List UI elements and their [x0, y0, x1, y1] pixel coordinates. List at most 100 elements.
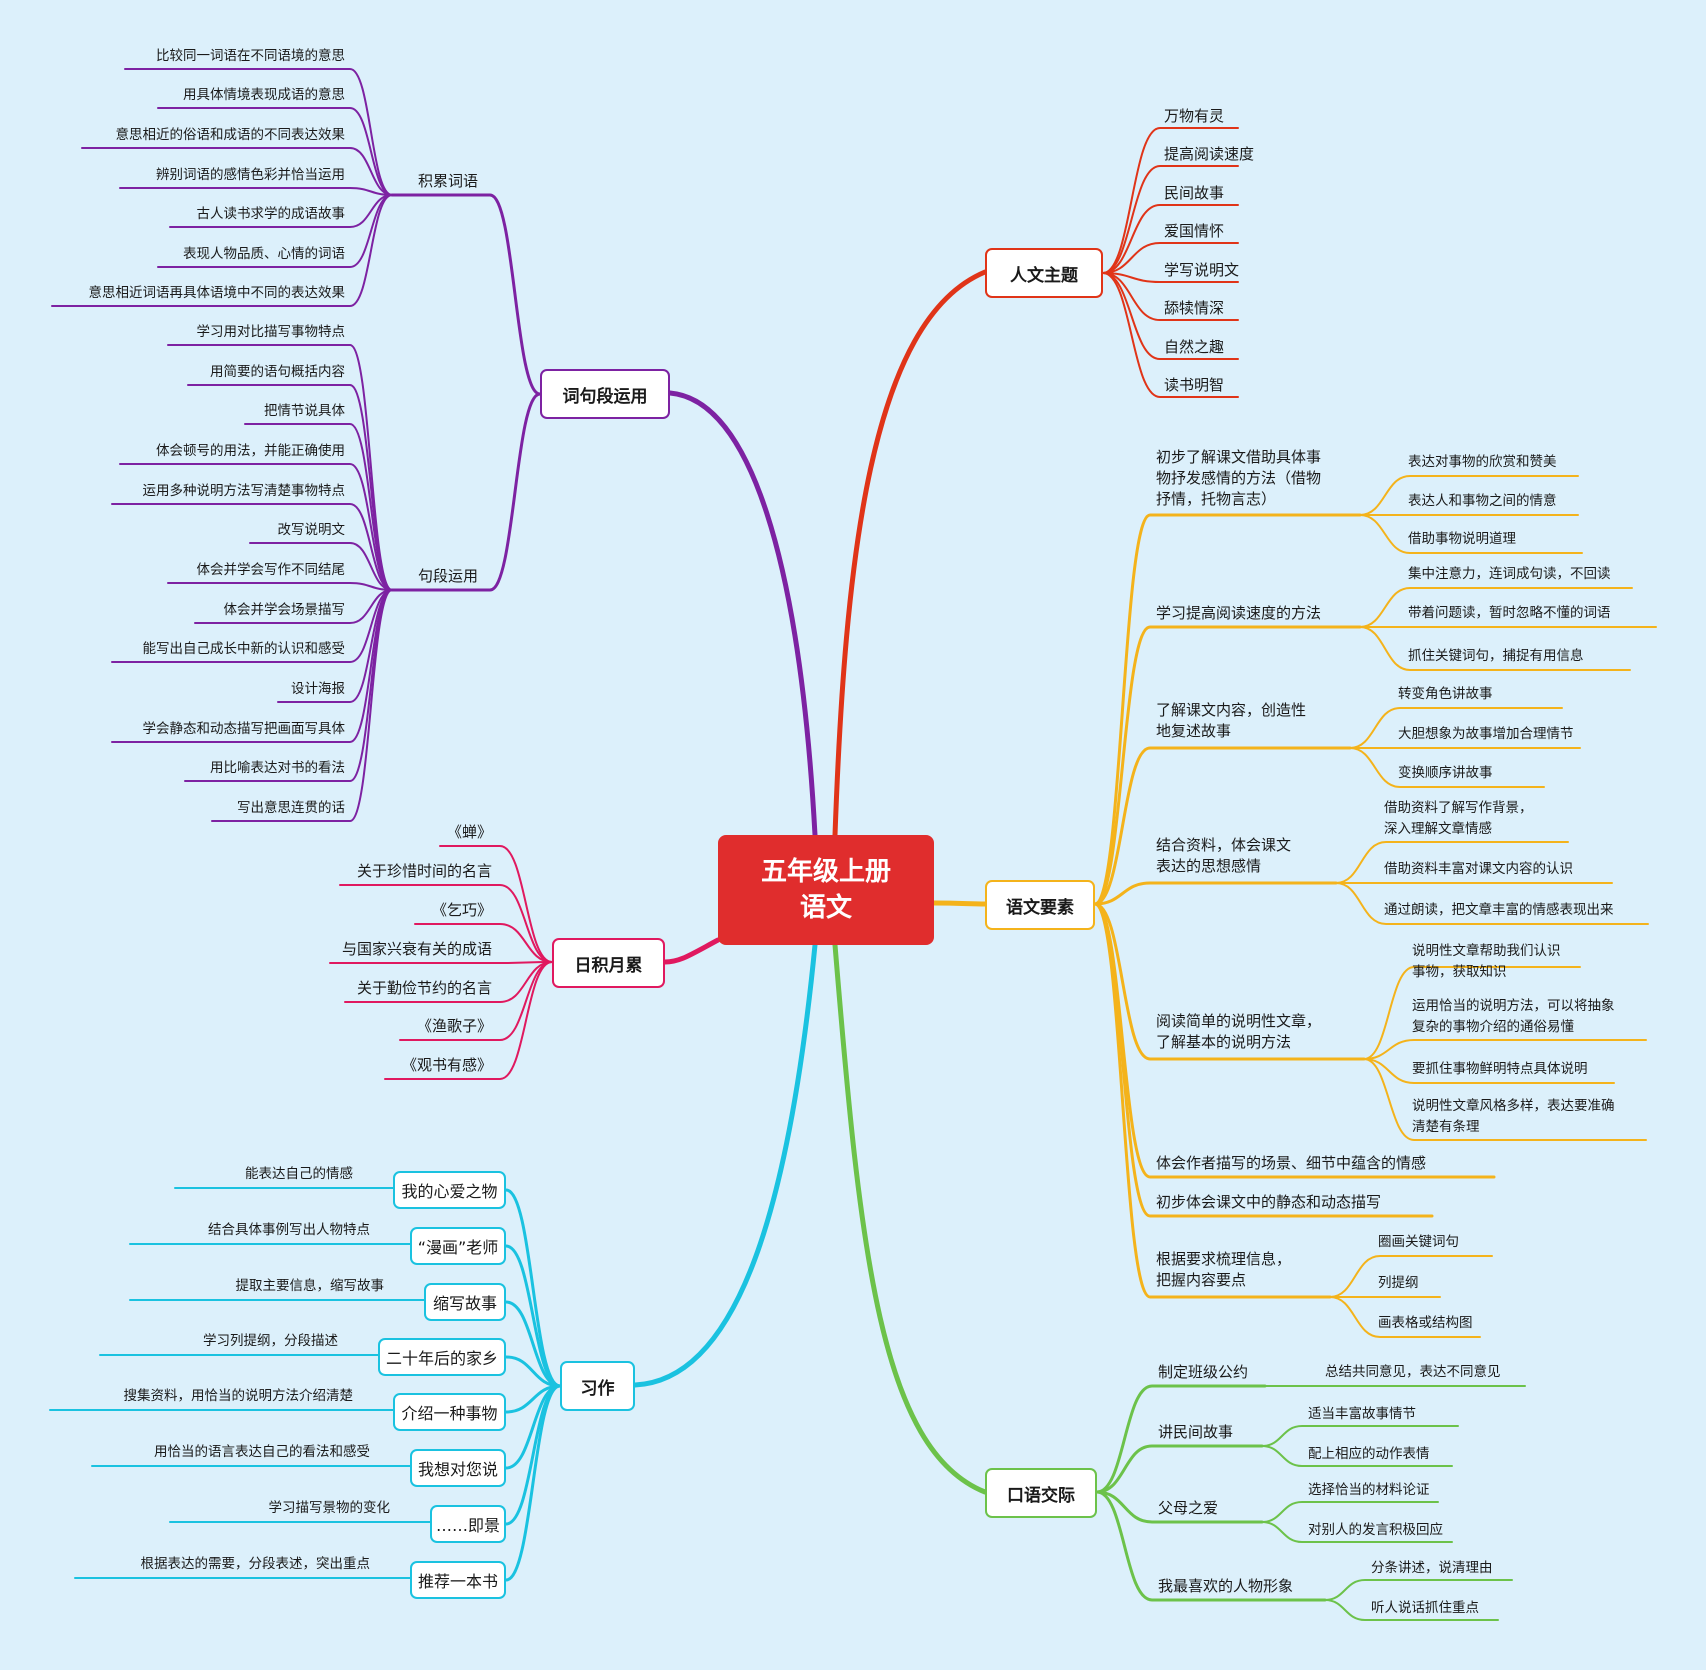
humanities-item-5[interactable]: 舔犊情深 [1164, 299, 1225, 317]
yuwen-group-5[interactable]: 体会作者描写的场景、细节中蕴含的情感 [1156, 1154, 1427, 1172]
yuwen-item-1-2[interactable]: 抓住关键词句，捕捉有用信息 [1408, 648, 1584, 664]
oral-item-2-1[interactable]: 对别人的发言积极回应 [1308, 1522, 1443, 1538]
writing-item-6[interactable]: 学习描写景物的变化 [268, 1500, 391, 1516]
words-group-0[interactable]: 积累词语 [417, 172, 478, 190]
writing-group-4[interactable]: 介绍一种事物 [393, 1393, 506, 1431]
writing-item-7[interactable]: 根据表达的需要，分段表述，突出重点 [140, 1556, 371, 1572]
words-item-1-5[interactable]: 改写说明文 [277, 522, 346, 538]
writing-group-3[interactable]: 二十年后的家乡 [378, 1338, 506, 1376]
words-item-1-4[interactable]: 运用多种说明方法写清楚事物特点 [142, 483, 346, 499]
daily-item-3[interactable]: 与国家兴衰有关的成语 [341, 940, 492, 958]
yuwen-group-1[interactable]: 学习提高阅读速度的方法 [1156, 604, 1322, 622]
connector-yuwen-4-3 [1363, 1058, 1647, 1141]
yuwen-group-4[interactable]: 阅读简单的说明性文章， 了解基本的说明方法 [1156, 1012, 1322, 1051]
words-item-1-3[interactable]: 体会顿号的用法，并能正确使用 [156, 443, 345, 459]
writing-item-0[interactable]: 能表达自己的情感 [245, 1166, 353, 1182]
oral-item-3-1[interactable]: 听人说话抓住重点 [1371, 1600, 1479, 1616]
yuwen-item-4-1[interactable]: 运用恰当的说明方法，可以将抽象 复杂的事物介绍的通俗易懂 [1412, 998, 1615, 1035]
oral-group-0[interactable]: 制定班级公约 [1158, 1363, 1249, 1381]
yuwen-item-2-1[interactable]: 大胆想象为故事增加合理情节 [1398, 726, 1574, 742]
words-group-1[interactable]: 句段运用 [417, 567, 478, 585]
yuwen-item-3-1[interactable]: 借助资料丰富对课文内容的认识 [1384, 861, 1573, 877]
oral-item-3-0[interactable]: 分条讲述，说清理由 [1371, 1560, 1493, 1576]
daily-item-5[interactable]: 《渔歌子》 [416, 1017, 492, 1035]
writing-group-0[interactable]: 我的心爱之物 [393, 1171, 506, 1209]
yuwen-item-3-2[interactable]: 通过朗读，把文章丰富的情感表现出来 [1384, 902, 1614, 918]
words-item-1-6[interactable]: 体会并学会写作不同结尾 [196, 562, 346, 578]
yuwen-item-7-0[interactable]: 圈画关键词句 [1378, 1234, 1459, 1250]
words-item-1-8[interactable]: 能写出自己成长中新的认识和感受 [142, 641, 346, 657]
writing-item-2[interactable]: 提取主要信息，缩写故事 [235, 1278, 385, 1294]
oral-item-1-0[interactable]: 适当丰富故事情节 [1308, 1406, 1416, 1422]
humanities-item-3[interactable]: 爱国情怀 [1164, 222, 1225, 240]
writing-item-3[interactable]: 学习列提纲，分段描述 [203, 1333, 338, 1349]
yuwen-item-0-0[interactable]: 表达对事物的欣赏和赞美 [1408, 454, 1557, 470]
humanities-item-6[interactable]: 自然之趣 [1164, 338, 1225, 356]
words-item-0-5[interactable]: 表现人物品质、心情的词语 [183, 246, 345, 262]
humanities-item-0[interactable]: 万物有灵 [1164, 107, 1225, 125]
oral-group-3[interactable]: 我最喜欢的人物形象 [1158, 1577, 1294, 1595]
daily-item-4[interactable]: 关于勤俭节约的名言 [356, 979, 492, 997]
yuwen-item-1-1[interactable]: 带着问题读，暂时忽略不懂的词语 [1408, 605, 1611, 621]
oral-group-1[interactable]: 讲民间故事 [1158, 1423, 1234, 1441]
words-item-0-4[interactable]: 古人读书求学的成语故事 [196, 206, 346, 222]
connector-yuwen-1-0 [1359, 587, 1633, 628]
words-item-1-12[interactable]: 写出意思连贯的话 [237, 800, 345, 816]
oral-item-1-1[interactable]: 配上相应的动作表情 [1308, 1446, 1430, 1462]
yuwen-item-0-1[interactable]: 表达人和事物之间的情意 [1408, 493, 1557, 509]
daily-item-2[interactable]: 《乞巧》 [431, 901, 492, 919]
daily-item-6[interactable]: 《观书有感》 [401, 1056, 492, 1074]
yuwen-group-6[interactable]: 初步体会课文中的静态和动态描写 [1156, 1193, 1382, 1211]
writing-group-5[interactable]: 我想对您说 [410, 1449, 506, 1487]
humanities-item-2[interactable]: 民间故事 [1164, 184, 1225, 202]
yuwen-group-3[interactable]: 结合资料，体会课文 表达的思想感情 [1156, 836, 1292, 875]
words-item-1-2[interactable]: 把情节说具体 [264, 403, 345, 419]
words-item-1-1[interactable]: 用简要的语句概括内容 [210, 364, 345, 380]
writing-item-5[interactable]: 用恰当的语言表达自己的看法和感受 [154, 1444, 370, 1460]
oral-item-0-0[interactable]: 总结共同意见，表达不同意见 [1325, 1364, 1501, 1380]
yuwen-group-7[interactable]: 根据要求梳理信息， 把握内容要点 [1156, 1250, 1292, 1289]
words-item-1-0[interactable]: 学习用对比描写事物特点 [196, 324, 346, 340]
daily-item-1[interactable]: 关于珍惜时间的名言 [356, 862, 492, 880]
writing-group-1[interactable]: “漫画”老师 [410, 1227, 506, 1265]
yuwen-item-2-0[interactable]: 转变角色讲故事 [1398, 686, 1493, 702]
topic-words[interactable]: 词句段运用 [540, 369, 670, 419]
topic-writing[interactable]: 习作 [560, 1361, 635, 1411]
yuwen-item-0-2[interactable]: 借助事物说明道理 [1408, 531, 1516, 547]
central-topic[interactable]: 五年级上册 语文 [718, 835, 934, 945]
yuwen-item-3-0[interactable]: 借助资料了解写作背景， 深入理解文章情感 [1384, 800, 1533, 837]
daily-item-0[interactable]: 《蝉》 [446, 823, 492, 841]
words-item-1-11[interactable]: 用比喻表达对书的看法 [210, 760, 345, 776]
yuwen-item-7-1[interactable]: 列提纲 [1378, 1275, 1419, 1291]
words-item-0-2[interactable]: 意思相近的俗语和成语的不同表达效果 [115, 127, 346, 143]
yuwen-item-4-0[interactable]: 说明性文章帮助我们认识 事物，获取知识 [1412, 943, 1561, 980]
topic-daily[interactable]: 日积月累 [552, 938, 665, 988]
topic-oral[interactable]: 口语交际 [985, 1468, 1097, 1518]
yuwen-item-7-2[interactable]: 画表格或结构图 [1378, 1315, 1473, 1331]
words-item-0-1[interactable]: 用具体情境表现成语的意思 [183, 87, 345, 103]
yuwen-item-2-2[interactable]: 变换顺序讲故事 [1398, 765, 1493, 781]
humanities-item-7[interactable]: 读书明智 [1164, 376, 1225, 394]
oral-group-2[interactable]: 父母之爱 [1158, 1499, 1219, 1517]
yuwen-item-4-3[interactable]: 说明性文章风格多样，表达要准确 清楚有条理 [1412, 1098, 1615, 1135]
writing-group-2[interactable]: 缩写故事 [424, 1283, 506, 1321]
words-item-0-0[interactable]: 比较同一词语在不同语境的意思 [156, 48, 345, 64]
topic-humanities[interactable]: 人文主题 [985, 248, 1103, 298]
yuwen-item-4-2[interactable]: 要抓住事物鲜明特点具体说明 [1412, 1061, 1588, 1077]
writing-item-4[interactable]: 搜集资料，用恰当的说明方法介绍清楚 [123, 1388, 354, 1404]
oral-item-2-0[interactable]: 选择恰当的材料论证 [1308, 1482, 1430, 1498]
writing-item-1[interactable]: 结合具体事例写出人物特点 [208, 1222, 370, 1238]
writing-group-7[interactable]: 推荐一本书 [410, 1561, 506, 1599]
topic-yuwen[interactable]: 语文要素 [985, 880, 1095, 930]
words-item-0-3[interactable]: 辨别词语的感情色彩并恰当运用 [156, 167, 345, 183]
writing-group-6[interactable]: ……即景 [430, 1505, 506, 1543]
humanities-item-1[interactable]: 提高阅读速度 [1164, 145, 1255, 163]
words-item-1-9[interactable]: 设计海报 [291, 681, 345, 697]
yuwen-item-1-0[interactable]: 集中注意力，连词成句读，不回读 [1408, 566, 1611, 582]
words-item-1-10[interactable]: 学会静态和动态描写把画面写具体 [142, 721, 346, 737]
yuwen-group-0[interactable]: 初步了解课文借助具体事 物抒发感情的方法（借物 抒情，托物言志） [1156, 448, 1322, 508]
humanities-item-4[interactable]: 学写说明文 [1164, 261, 1240, 279]
words-item-0-6[interactable]: 意思相近词语再具体语境中不同的表达效果 [88, 285, 346, 301]
yuwen-group-2[interactable]: 了解课文内容，创造性 地复述故事 [1156, 701, 1307, 740]
words-item-1-7[interactable]: 体会并学会场景描写 [223, 602, 346, 618]
